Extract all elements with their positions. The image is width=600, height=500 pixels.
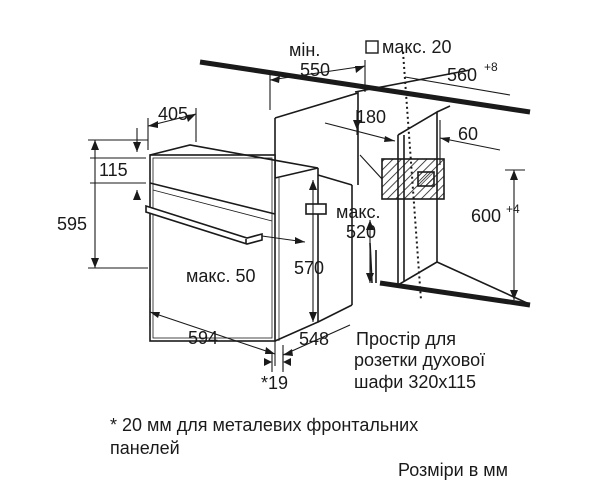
label-width-594: 594	[188, 328, 218, 348]
label-width-560-tolerance: +8	[484, 60, 498, 74]
label-depth-405: 405	[158, 104, 188, 124]
label-min-word: мін.	[289, 40, 320, 60]
oven-body	[145, 144, 353, 342]
units-note: Розміри в мм	[398, 460, 508, 480]
label-depth-520: 520	[346, 222, 376, 242]
label-height-115: 115	[99, 160, 128, 180]
square-symbol	[365, 40, 379, 54]
footnote-line1: * 20 мм для металевих фронтальних	[110, 415, 418, 435]
label-depth-60: 60	[458, 124, 478, 144]
label-height-600-tolerance: +4	[506, 202, 520, 216]
arrow-heads	[91, 66, 518, 366]
label-max-word: макс.	[336, 202, 380, 222]
label-offset-19: *19	[261, 373, 288, 393]
label-height-600: 600	[471, 206, 501, 226]
dotted-centerline	[402, 51, 422, 301]
label-height-595: 595	[57, 214, 87, 234]
label-depth-180: 180	[356, 107, 386, 127]
label-width-548: 548	[299, 329, 329, 349]
label-max-50: макс. 50	[186, 266, 256, 286]
label-height-570: 570	[294, 258, 324, 278]
label-socket-line3: шафи 320x115	[354, 372, 476, 392]
label-min-width: 550	[300, 60, 330, 80]
label-socket-line2: розетки духової	[354, 350, 485, 370]
label-max-20: макс. 20	[382, 37, 452, 57]
label-socket-line1: Простір для	[356, 329, 456, 349]
dimension-labels: мін. 550 макс. 20 560 +8 405 180 60 115 …	[57, 37, 520, 393]
footnote-line2: панелей	[110, 438, 180, 458]
label-width-560: 560	[447, 65, 477, 85]
